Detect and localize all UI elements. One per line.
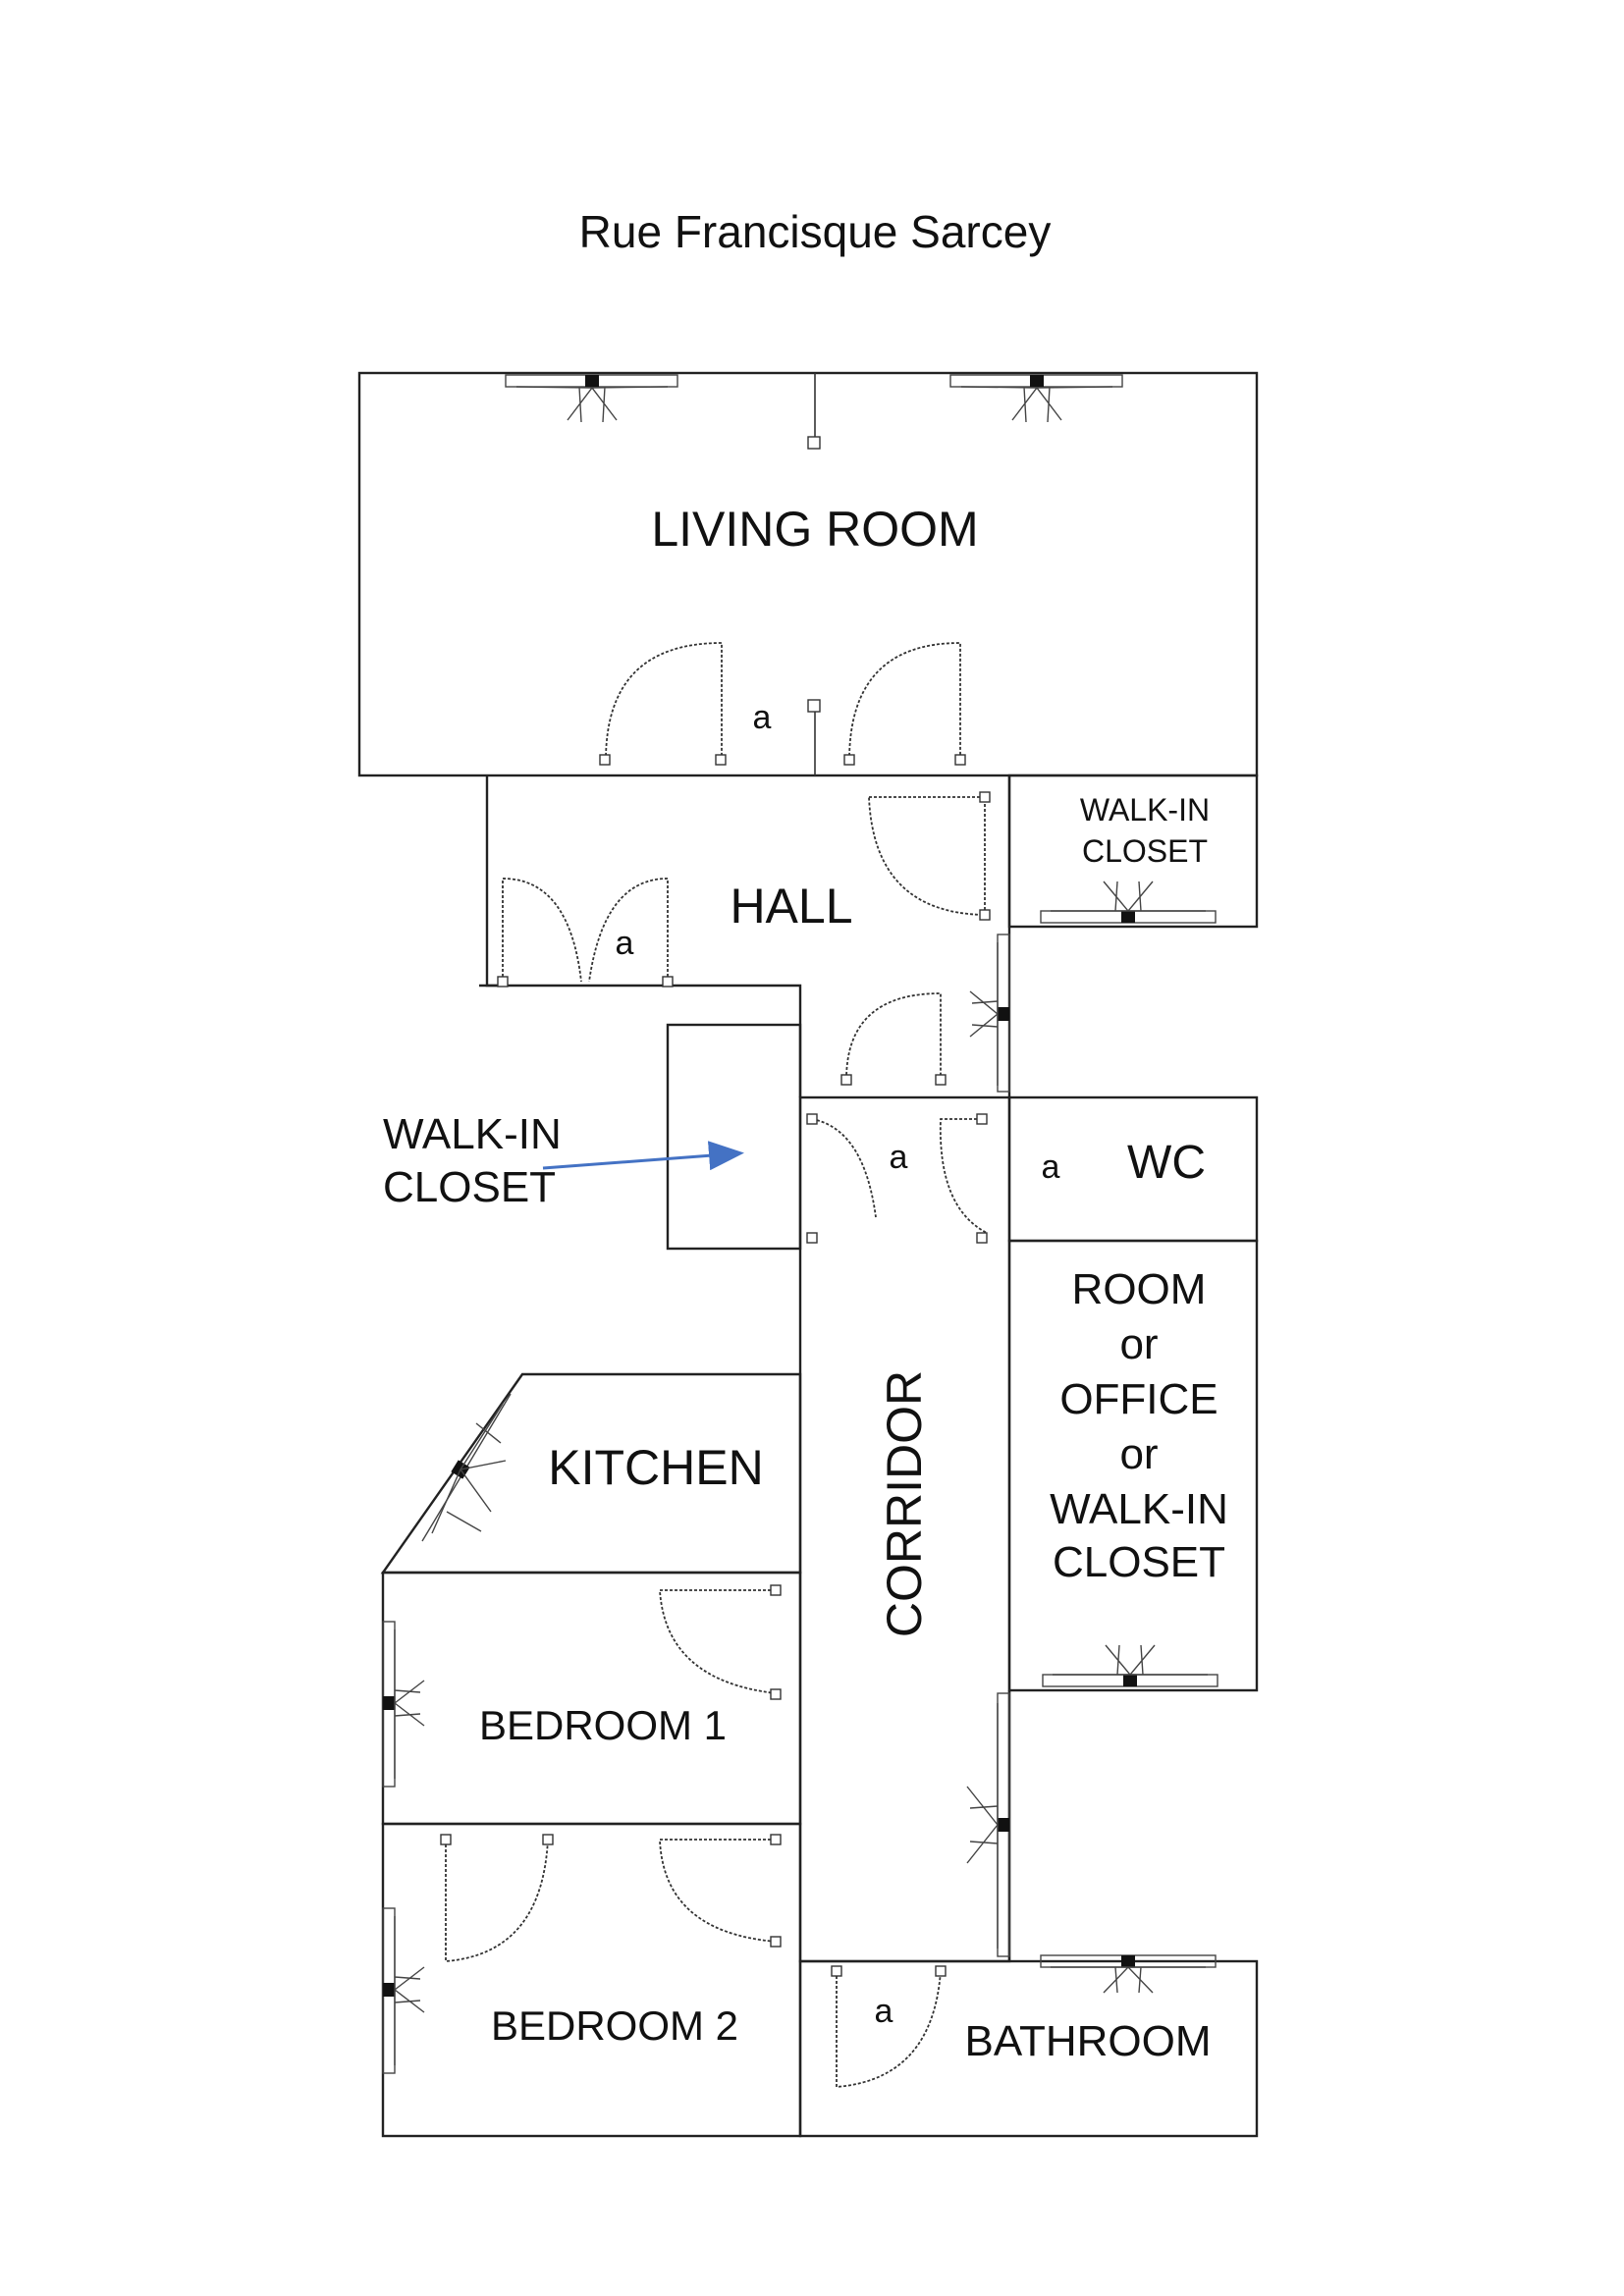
door-marker: a: [753, 699, 772, 736]
kitchen-label: KITCHEN: [548, 1440, 763, 1495]
walk-in-closet-left-wall: [666, 1023, 802, 1251]
hall-label: HALL: [730, 879, 852, 934]
walls: [357, 371, 1259, 2138]
door-marker: a: [890, 1139, 908, 1176]
walk-in-closet-top-wall: [1007, 774, 1259, 929]
window: [382, 1621, 425, 1788]
corridor-label: CORRIDOR: [877, 1370, 932, 1637]
window: [1042, 1644, 1218, 1687]
living-room-wall: [357, 371, 1259, 777]
room-office-label-4: or: [1119, 1430, 1158, 1478]
bedroom-1-wall: [381, 1571, 802, 1826]
bedroom-1-label: BEDROOM 1: [479, 1702, 727, 1748]
room-labels: LIVING ROOM HALL WALK-IN CLOSET WALK-IN …: [383, 502, 1228, 2065]
walk-in-closet-top-label-1: WALK-IN: [1080, 792, 1210, 828]
room-office-label-2: or: [1119, 1320, 1158, 1368]
window: [505, 374, 678, 423]
window: [966, 1692, 1010, 1957]
living-room-label: LIVING ROOM: [651, 502, 978, 557]
hall-wall: [485, 775, 802, 1097]
room-office-wall: [1007, 1239, 1259, 1692]
room-office-label-3: OFFICE: [1059, 1375, 1218, 1423]
room-office-label-6: CLOSET: [1053, 1538, 1225, 1586]
door-markers: a a a a a: [616, 699, 1060, 2030]
window: [421, 1393, 512, 1542]
walk-in-closet-left-label-1: WALK-IN: [383, 1110, 562, 1158]
walk-in-closet-arrow: [542, 1141, 744, 1171]
room-office-label-5: WALK-IN: [1050, 1485, 1228, 1533]
bathroom-wall: [798, 1959, 1259, 2138]
wc-label: WC: [1127, 1137, 1206, 1189]
door-marker: a: [1042, 1148, 1060, 1186]
walk-in-closet-left-label-2: CLOSET: [383, 1163, 556, 1211]
door-marker: a: [616, 925, 634, 962]
window: [382, 1907, 425, 2074]
doors: [440, 642, 991, 2088]
windows: [382, 374, 1218, 2074]
bathroom-label: BATHROOM: [965, 2017, 1212, 2065]
window: [1040, 881, 1217, 924]
window: [949, 374, 1123, 423]
bedroom-2-label: BEDROOM 2: [491, 2002, 738, 2049]
street-title: Rue Francisque Sarcey: [579, 206, 1052, 257]
window: [969, 934, 1010, 1093]
walk-in-closet-top-label-2: CLOSET: [1082, 833, 1208, 869]
door-marker: a: [875, 1993, 893, 2030]
room-office-label-1: ROOM: [1072, 1265, 1207, 1313]
window: [1040, 1954, 1217, 1994]
